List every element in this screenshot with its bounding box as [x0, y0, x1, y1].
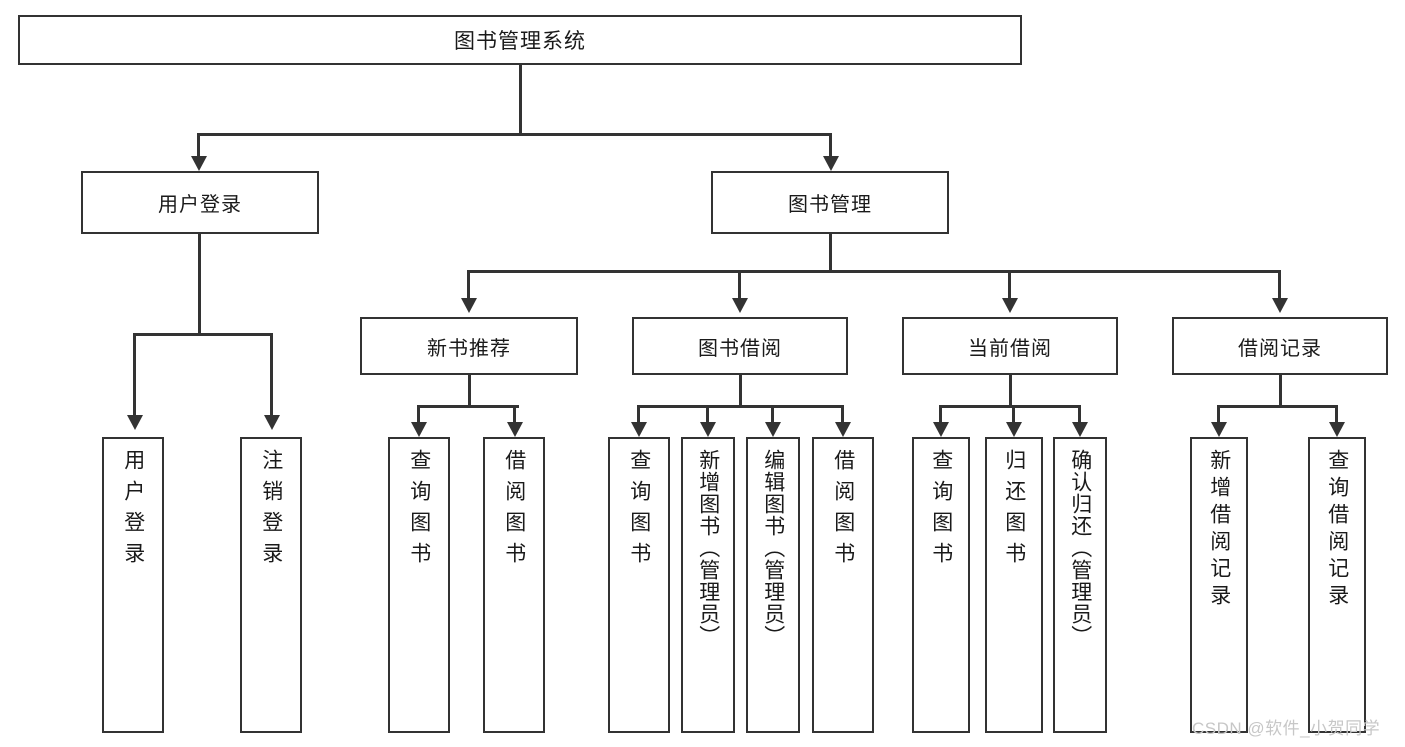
node-leaf-3-label: 借阅图书 [502, 449, 526, 573]
node-leaf-8[interactable]: 查询图书 [912, 437, 970, 733]
connector-books-bar [467, 270, 1278, 273]
arrow-group-1-1 [699, 422, 716, 437]
node-leaf-5[interactable]: 新增图书（管理员） [681, 437, 735, 733]
arrow-level1-1 [822, 156, 839, 171]
connector-level1-drop-0 [197, 133, 200, 156]
node-leaf-6-label: 编辑图书（管理员） [761, 449, 785, 647]
node-leaf-2-label: 查询图书 [407, 449, 431, 573]
connector-group-drop-1-2 [771, 405, 774, 422]
connector-group-drop-3-0 [1217, 405, 1220, 422]
connector-group-drop-1-3 [841, 405, 844, 422]
connector-group-drop-2-0 [939, 405, 942, 422]
node-leaf-0-label: 用户登录 [121, 449, 145, 573]
connector-login-stem [198, 234, 201, 333]
node-leaf-5-label: 新增图书（管理员） [696, 449, 720, 647]
connector-group-bar-1 [637, 405, 842, 408]
connector-level1-drop-1 [829, 133, 832, 156]
arrow-books-3 [1271, 298, 1288, 313]
connector-group-stem-2 [1009, 375, 1012, 405]
node-leaf-4[interactable]: 查询图书 [608, 437, 670, 733]
node-level1-0-label: 用户登录 [158, 194, 242, 216]
connector-level1-bar [197, 133, 831, 136]
node-leaf-0[interactable]: 用户登录 [102, 437, 164, 733]
node-leaf-3[interactable]: 借阅图书 [483, 437, 545, 733]
node-level2-1-label: 图书借阅 [698, 337, 782, 360]
node-leaf-10-label: 确认归还（管理员） [1068, 449, 1092, 647]
arrow-group-1-2 [764, 422, 781, 437]
node-leaf-7-label: 借阅图书 [831, 449, 855, 573]
arrow-group-1-0 [630, 422, 647, 437]
connector-group-drop-2-1 [1012, 405, 1015, 422]
arrow-level1-0 [190, 156, 207, 171]
arrow-group-0-1 [506, 422, 523, 437]
node-leaf-1[interactable]: 注销登录 [240, 437, 302, 733]
connector-books-drop-0 [467, 270, 470, 298]
arrow-group-2-0 [932, 422, 949, 437]
node-leaf-8-label: 查询图书 [929, 449, 953, 573]
node-leaf-11[interactable]: 新增借阅记录 [1190, 437, 1248, 733]
node-level1-1-label: 图书管理 [788, 194, 872, 216]
node-level1-0[interactable]: 用户登录 [81, 171, 319, 234]
node-level1-1[interactable]: 图书管理 [711, 171, 949, 234]
connector-login-drop-0 [133, 333, 136, 415]
node-leaf-12-label: 查询借阅记录 [1325, 449, 1349, 611]
node-level2-3-label: 借阅记录 [1238, 337, 1322, 360]
watermark: CSDN @软件_小贺同学 [1192, 719, 1381, 738]
arrow-group-2-1 [1005, 422, 1022, 437]
connector-login-drop-1 [270, 333, 273, 415]
arrow-books-1 [731, 298, 748, 313]
arrow-group-1-3 [834, 422, 851, 437]
connector-group-stem-3 [1279, 375, 1282, 405]
node-leaf-7[interactable]: 借阅图书 [812, 437, 874, 733]
arrow-group-2-2 [1071, 422, 1088, 437]
connector-group-drop-3-1 [1335, 405, 1338, 422]
connector-group-bar-3 [1217, 405, 1337, 408]
connector-group-stem-1 [739, 375, 742, 405]
node-leaf-6[interactable]: 编辑图书（管理员） [746, 437, 800, 733]
connector-books-drop-2 [1008, 270, 1011, 298]
node-leaf-12[interactable]: 查询借阅记录 [1308, 437, 1366, 733]
node-root-label: 图书管理系统 [454, 30, 586, 53]
node-level2-1[interactable]: 图书借阅 [632, 317, 848, 375]
connector-group-drop-2-2 [1078, 405, 1081, 422]
arrow-group-3-1 [1328, 422, 1345, 437]
arrow-login-1 [263, 415, 280, 430]
connector-group-drop-1-0 [637, 405, 640, 422]
node-level2-0[interactable]: 新书推荐 [360, 317, 578, 375]
connector-group-stem-0 [468, 375, 471, 405]
arrow-books-0 [460, 298, 477, 313]
connector-group-bar-0 [417, 405, 519, 408]
arrow-books-2 [1001, 298, 1018, 313]
node-root[interactable]: 图书管理系统 [18, 15, 1022, 65]
node-leaf-4-label: 查询图书 [627, 449, 651, 573]
connector-group-drop-0-0 [417, 405, 420, 422]
node-leaf-10[interactable]: 确认归还（管理员） [1053, 437, 1107, 733]
arrow-group-3-0 [1210, 422, 1227, 437]
connector-group-bar-2 [939, 405, 1079, 408]
node-leaf-9[interactable]: 归还图书 [985, 437, 1043, 733]
connector-group-drop-0-1 [513, 405, 516, 422]
node-level2-2-label: 当前借阅 [968, 337, 1052, 360]
node-leaf-9-label: 归还图书 [1002, 449, 1026, 573]
node-leaf-11-label: 新增借阅记录 [1207, 449, 1231, 611]
node-level2-3[interactable]: 借阅记录 [1172, 317, 1388, 375]
connector-root-stem [519, 65, 522, 133]
node-level2-0-label: 新书推荐 [427, 337, 511, 360]
connector-books-stem [829, 234, 832, 270]
arrow-group-0-0 [410, 422, 427, 437]
connector-books-drop-3 [1278, 270, 1281, 298]
node-leaf-1-label: 注销登录 [259, 449, 283, 573]
connector-login-bar [133, 333, 272, 336]
arrow-login-0 [126, 415, 143, 430]
connector-group-drop-1-1 [706, 405, 709, 422]
node-level2-2[interactable]: 当前借阅 [902, 317, 1118, 375]
node-leaf-2[interactable]: 查询图书 [388, 437, 450, 733]
connector-books-drop-1 [738, 270, 741, 298]
